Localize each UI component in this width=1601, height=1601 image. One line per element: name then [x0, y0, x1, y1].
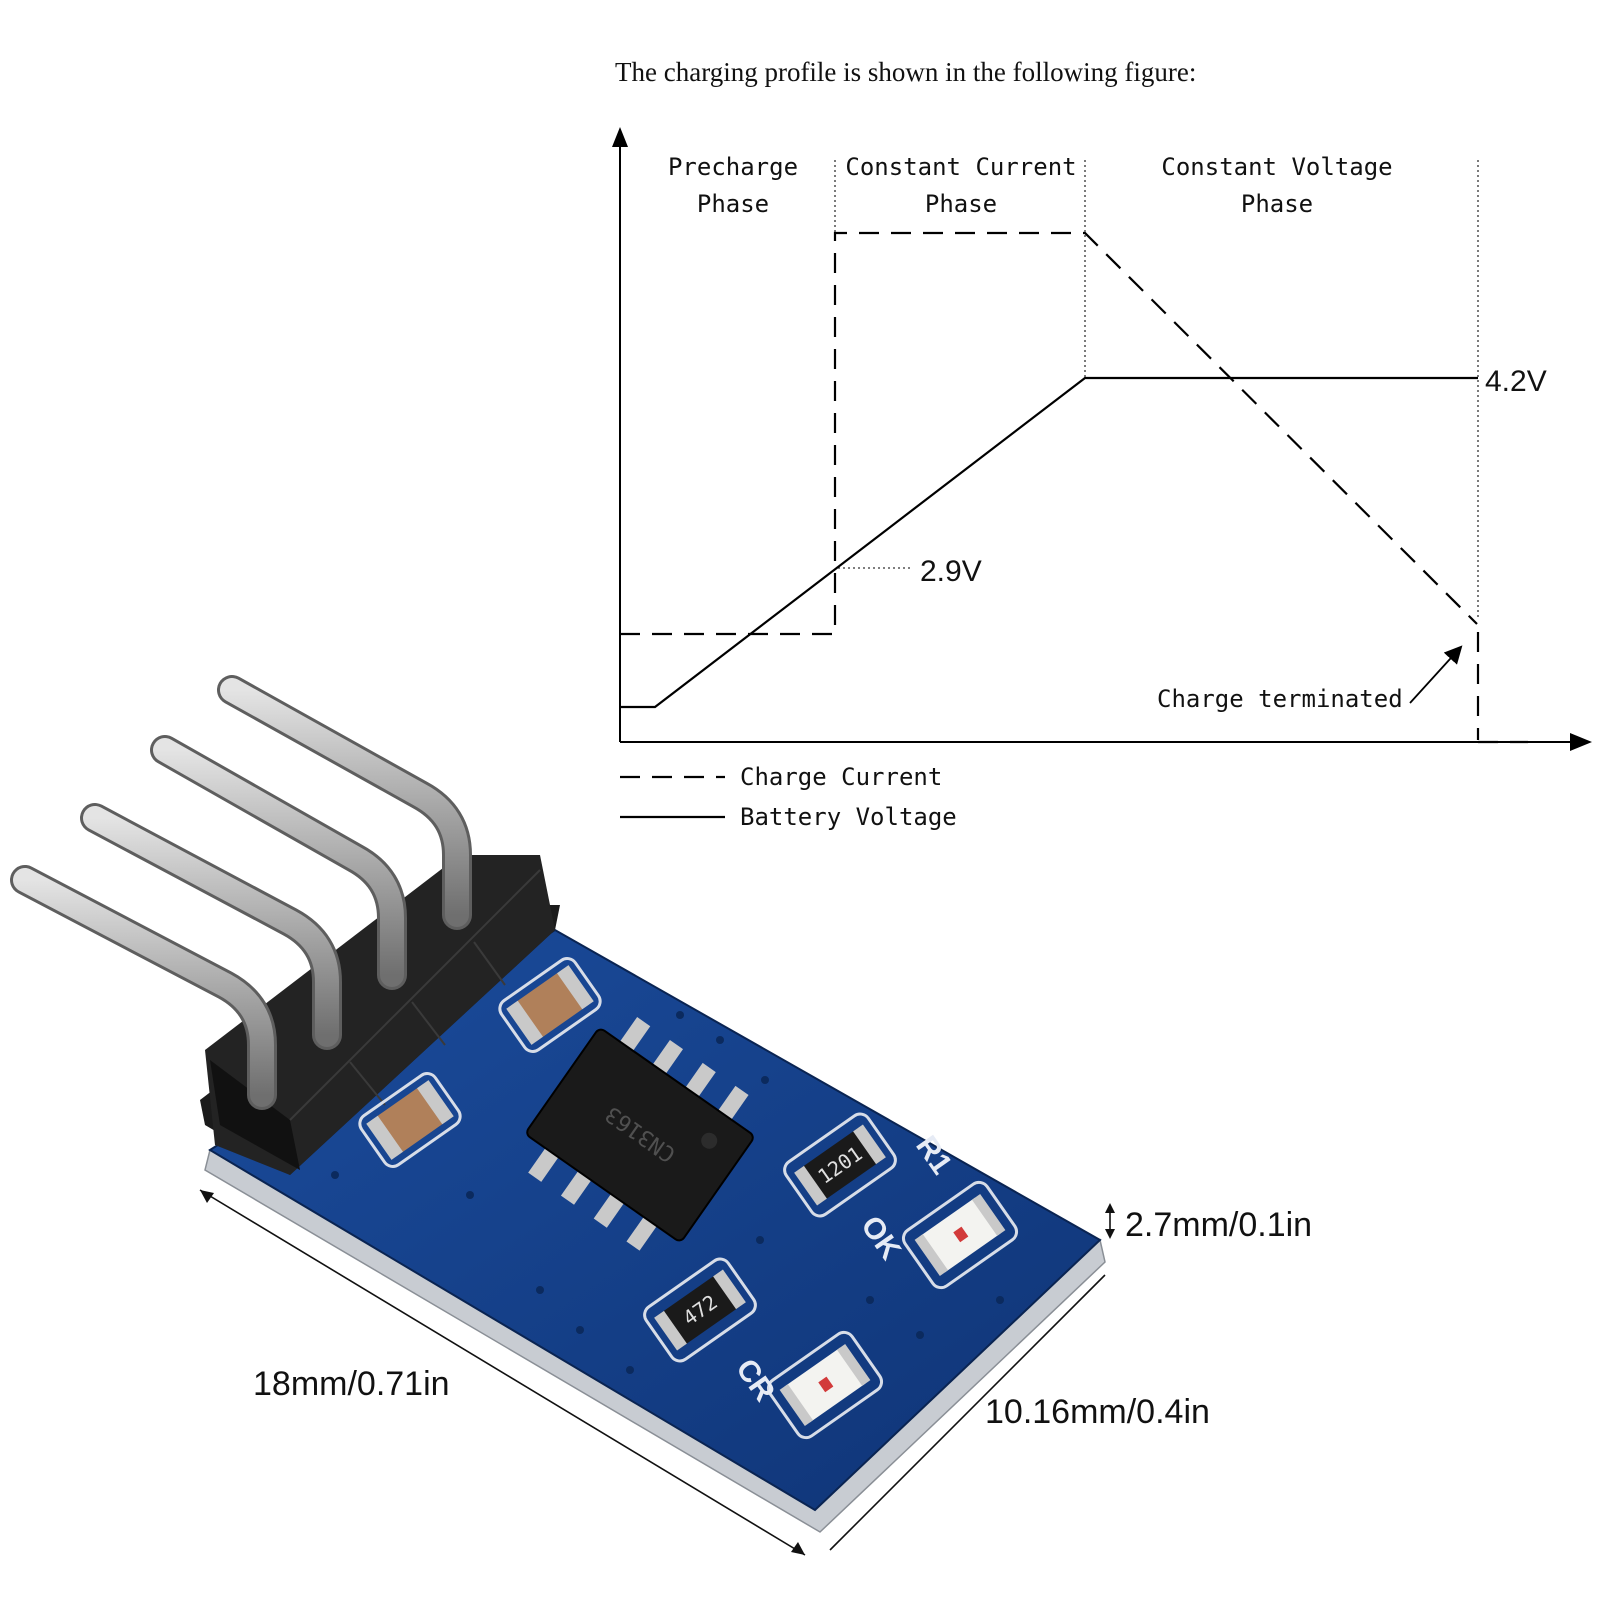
phase-label-precharge-line2: Phase: [697, 190, 769, 218]
dimension-line-width: [829, 1274, 1106, 1551]
legend-charge-current: Charge Current: [740, 763, 942, 791]
charge-terminated-label: Charge terminated: [1157, 685, 1403, 713]
dimension-line-length: [199, 1189, 806, 1556]
voltage-label-4-2v: 4.2V: [1485, 365, 1547, 398]
charging-profile-figure: The charging profile is shown in the fol…: [612, 57, 1592, 831]
phase-label-cv-line2: Phase: [1241, 190, 1313, 218]
dimension-annotations: 18mm/0.71in 10.16mm/0.4in 2.7mm/0.1in: [199, 1189, 1312, 1556]
figure-legend: Charge Current Battery Voltage: [620, 763, 957, 831]
legend-battery-voltage: Battery Voltage: [740, 803, 957, 831]
phase-label-cv-line1: Constant Voltage: [1161, 153, 1392, 181]
y-axis-arrow-icon: [612, 127, 628, 147]
figure-caption: The charging profile is shown in the fol…: [615, 57, 1196, 87]
resistor-472: 472: [643, 1257, 757, 1363]
voltage-label-2-9v: 2.9V: [920, 555, 982, 588]
led-charging: [766, 1330, 884, 1440]
phase-label-cc-line1: Constant Current: [845, 153, 1076, 181]
phase-separators: [834, 160, 1479, 620]
dimension-width: 10.16mm/0.4in: [985, 1393, 1210, 1431]
charge-terminated-arrow: [1409, 645, 1463, 704]
ic-chip: CN3163: [526, 1017, 754, 1251]
dimension-length: 18mm/0.71in: [253, 1365, 450, 1403]
header-pins: [10, 675, 472, 1110]
charge-current-curve: [620, 231, 1478, 636]
x-axis-arrow-icon: [1570, 733, 1592, 751]
pin-header: [200, 855, 560, 1175]
dimension-thickness: 2.7mm/0.1in: [1125, 1206, 1312, 1244]
led-ok: [901, 1180, 1019, 1290]
capacitor-1: [498, 957, 602, 1053]
figure-axes: [612, 127, 1592, 751]
battery-voltage-curve: [620, 376, 1478, 709]
charger-module: CN3163 1201 472: [10, 675, 1106, 1533]
pcb-vias: [331, 1011, 1004, 1374]
phase-label-precharge-line1: Precharge: [668, 153, 798, 181]
phase-label-cc-line2: Phase: [925, 190, 997, 218]
capacitor-2: [358, 1072, 462, 1168]
